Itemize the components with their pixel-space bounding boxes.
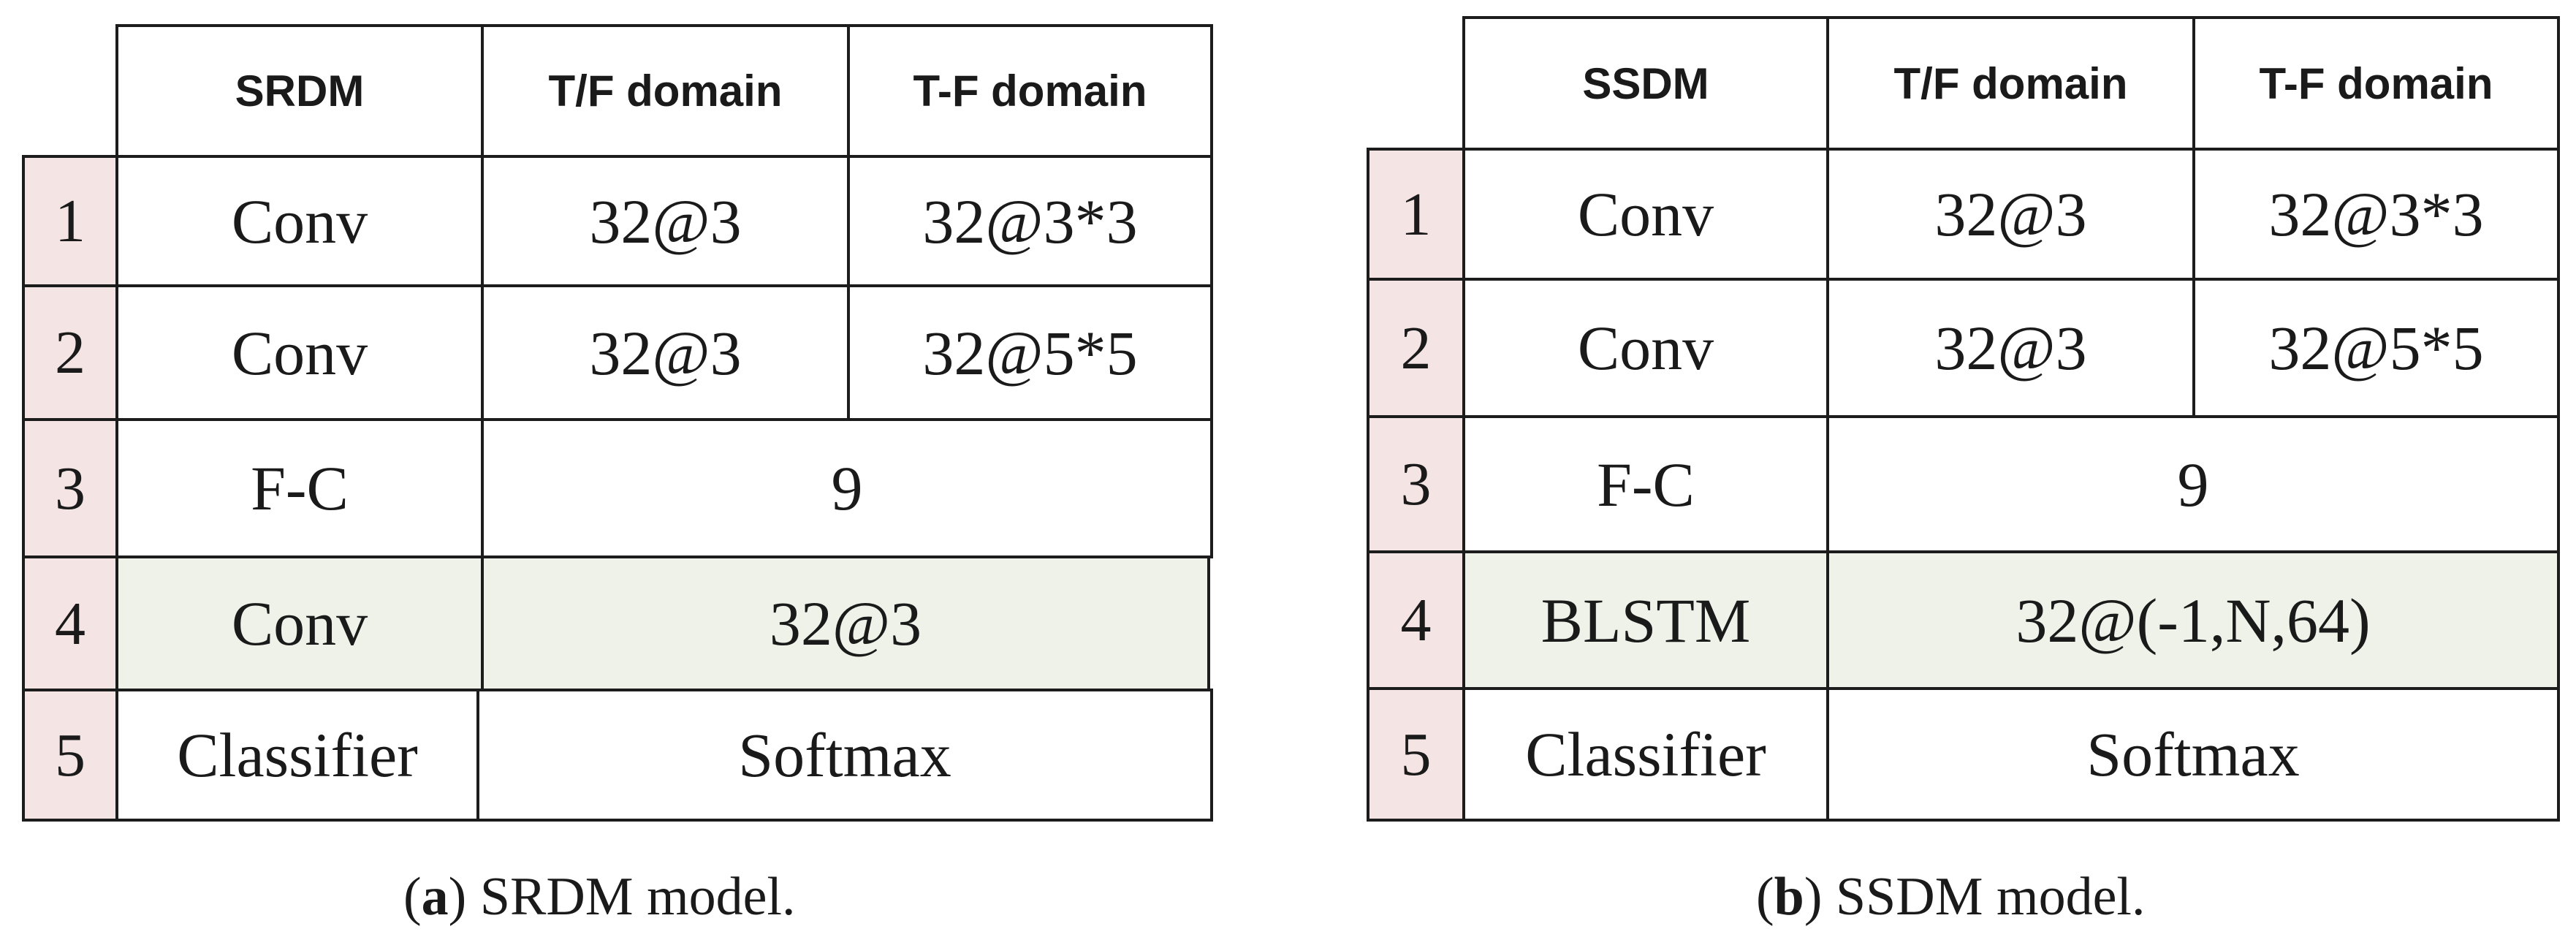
row-index: 5 [1367,687,1465,822]
row-index: 3 [22,418,118,558]
row-index: 1 [1367,148,1465,281]
caption-b: (b) SSDM model. [1756,867,2146,927]
merged-value-cell: Softmax [476,689,1213,822]
merged-value-cell: Softmax [1826,687,2560,822]
row-index: 4 [1367,550,1465,690]
merged-value-cell-highlight: 32@(-1,N,64) [1826,550,2560,690]
row-index: 2 [1367,278,1465,418]
layer-cell: Conv [1462,278,1829,418]
header-model: SRDM [115,24,484,158]
tf-domain-cell: 32@3 [481,155,850,287]
caption-label: b [1774,867,1804,927]
row-index: 3 [1367,415,1465,553]
header-tf-domain: T/F domain [1826,16,2195,151]
tf-domain-cell: 32@3 [1826,278,2195,418]
caption-text: SSDM model. [1835,867,2146,927]
merged-value-cell: 9 [1826,415,2560,553]
header-t-f-domain: T-F domain [2192,16,2560,151]
row-index: 2 [22,284,118,421]
row-index: 1 [22,155,118,287]
layer-cell: Classifier [115,689,479,822]
layer-cell: F-C [1462,415,1829,553]
caption-text: SRDM model. [479,867,796,927]
t-f-domain-cell: 32@5*5 [2192,278,2560,418]
header-t-f-domain: T-F domain [847,24,1213,158]
layer-cell: Conv [115,155,484,287]
merged-value-cell: 9 [481,418,1213,558]
row-index: 4 [22,555,118,691]
layer-cell: Classifier [1462,687,1829,822]
layer-cell-highlight: BLSTM [1462,550,1829,690]
row-index: 5 [22,689,118,822]
header-tf-domain: T/F domain [481,24,850,158]
t-f-domain-cell: 32@3*3 [847,155,1213,287]
layer-cell: Conv [1462,148,1829,281]
tf-domain-cell: 32@3 [481,284,850,421]
merged-value-cell-highlight: 32@3 [481,555,1210,691]
header-model: SSDM [1462,16,1829,151]
t-f-domain-cell: 32@5*5 [847,284,1213,421]
layer-cell: Conv [115,284,484,421]
layer-cell-highlight: Conv [115,555,484,691]
caption-label: a [421,867,449,927]
caption-a: (a) SRDM model. [403,867,796,927]
t-f-domain-cell: 32@3*3 [2192,148,2560,281]
tf-domain-cell: 32@3 [1826,148,2195,281]
layer-cell: F-C [115,418,484,558]
